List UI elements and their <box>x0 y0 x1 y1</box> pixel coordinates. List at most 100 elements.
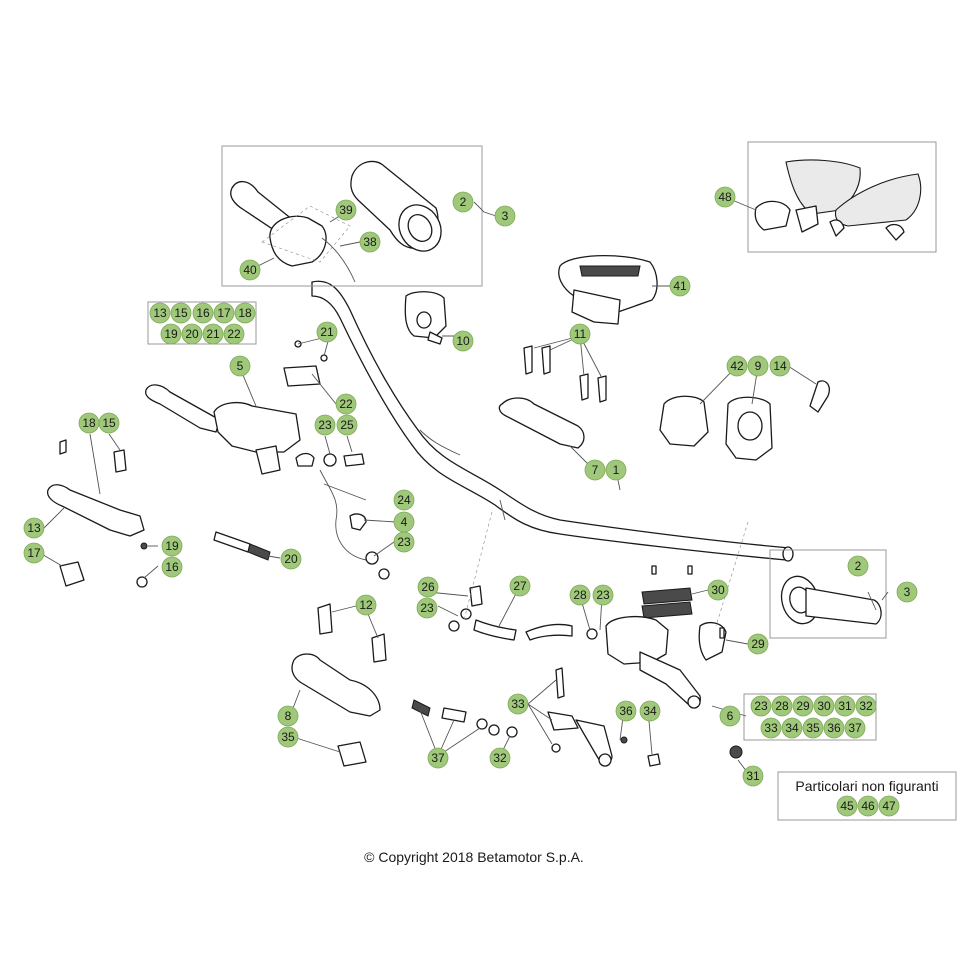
svg-text:5: 5 <box>237 359 244 373</box>
svg-text:17: 17 <box>27 546 41 560</box>
svg-text:47: 47 <box>882 799 896 813</box>
svg-text:32: 32 <box>493 751 507 765</box>
group5-frame <box>147 301 257 345</box>
callout-10: 10 <box>452 330 474 352</box>
throttle-group-frame <box>221 145 483 287</box>
svg-text:26: 26 <box>421 580 435 594</box>
svg-text:28: 28 <box>775 699 789 713</box>
callout-2-bottom: 2 <box>847 555 869 577</box>
left-grip-part <box>350 160 442 252</box>
brake-hose-part <box>448 585 598 641</box>
copyright-notice: © Copyright 2018 Betamotor S.p.A. <box>364 849 584 865</box>
group5-ref: 21 <box>202 323 224 345</box>
svg-text:23: 23 <box>420 601 434 615</box>
svg-text:11: 11 <box>574 327 587 341</box>
svg-text:2: 2 <box>855 559 862 573</box>
svg-text:19: 19 <box>164 327 178 341</box>
svg-text:18: 18 <box>82 416 96 430</box>
right-grip-part <box>780 575 882 625</box>
clamp-bolts-part <box>523 345 607 403</box>
callout-39: 39 <box>335 199 357 221</box>
callout-48: 48 <box>714 186 736 208</box>
callout-37: 37 <box>427 747 449 769</box>
svg-text:24: 24 <box>397 493 411 507</box>
callout-32: 32 <box>489 747 511 769</box>
callout-24: 24 <box>393 489 415 511</box>
group5-ref: 22 <box>223 323 245 345</box>
group5-ref: 16 <box>192 302 214 324</box>
small-parts-center <box>411 699 743 759</box>
handguard-part <box>754 159 922 241</box>
svg-text:37: 37 <box>431 751 445 765</box>
svg-text:31: 31 <box>838 699 852 713</box>
svg-text:16: 16 <box>165 560 179 574</box>
callout-17: 17 <box>23 542 45 564</box>
callout-38: 38 <box>359 231 381 253</box>
svg-text:38: 38 <box>363 235 377 249</box>
switch-part-10 <box>404 291 447 345</box>
clutch-hose-part <box>295 452 390 580</box>
upper-clamp-part <box>498 397 585 449</box>
svg-text:22: 22 <box>227 327 241 341</box>
group5-ref: 20 <box>181 323 203 345</box>
svg-text:46: 46 <box>861 799 875 813</box>
callout-22: 22 <box>335 393 357 415</box>
svg-text:34: 34 <box>643 704 657 718</box>
svg-text:42: 42 <box>730 359 744 373</box>
callout-1: 1 <box>605 459 627 481</box>
svg-text:28: 28 <box>573 588 587 602</box>
svg-text:23: 23 <box>397 535 411 549</box>
callout-23-right: 23 <box>592 584 614 606</box>
svg-text:9: 9 <box>755 359 762 373</box>
svg-text:36: 36 <box>619 704 633 718</box>
callout-18: 18 <box>78 412 100 434</box>
callout-3-bottom: 3 <box>896 581 918 603</box>
svg-text:35: 35 <box>806 721 820 735</box>
group6-ref: 31 <box>834 695 856 717</box>
callout-28: 28 <box>569 584 591 606</box>
callout-41: 41 <box>669 275 691 297</box>
right-switches-part <box>659 380 830 461</box>
svg-text:23: 23 <box>318 418 332 432</box>
callout-3-top: 3 <box>494 205 516 227</box>
svg-text:8: 8 <box>285 709 292 723</box>
lower-clamp-part <box>291 603 387 767</box>
group6-frame <box>743 693 877 741</box>
brake-master-part <box>605 615 701 709</box>
svg-text:21: 21 <box>206 327 220 341</box>
svg-text:33: 33 <box>764 721 778 735</box>
group5-ref: 18 <box>234 302 256 324</box>
note-frame <box>777 771 957 821</box>
svg-text:45: 45 <box>840 799 854 813</box>
svg-text:16: 16 <box>196 306 210 320</box>
svg-text:39: 39 <box>339 203 353 217</box>
svg-text:34: 34 <box>785 721 799 735</box>
callout-33: 33 <box>507 693 529 715</box>
callout-12: 12 <box>355 594 377 616</box>
callout-35: 35 <box>277 726 299 748</box>
svg-text:21: 21 <box>320 325 334 339</box>
callout-30: 30 <box>707 579 729 601</box>
group5-ref: 17 <box>213 302 235 324</box>
callout-20: 20 <box>280 548 302 570</box>
callout-34: 34 <box>639 700 661 722</box>
svg-text:6: 6 <box>727 709 734 723</box>
callout-13: 13 <box>23 517 45 539</box>
callout-26: 26 <box>417 576 439 598</box>
note-ref: 45 <box>836 795 858 817</box>
svg-text:27: 27 <box>513 579 527 593</box>
group6-ref: 37 <box>844 717 866 739</box>
svg-text:20: 20 <box>284 552 298 566</box>
svg-text:40: 40 <box>243 263 257 277</box>
callout-21: 21 <box>316 321 338 343</box>
group6-ref: 36 <box>823 717 845 739</box>
svg-text:20: 20 <box>185 327 199 341</box>
clutch-master-part <box>144 384 301 475</box>
callout-23-left-lower: 23 <box>393 531 415 553</box>
svg-text:1: 1 <box>613 463 620 477</box>
note-ref: 46 <box>857 795 879 817</box>
callout-19: 19 <box>161 535 183 557</box>
svg-text:3: 3 <box>904 585 911 599</box>
svg-text:12: 12 <box>359 598 373 612</box>
dashboard-part <box>558 254 658 325</box>
